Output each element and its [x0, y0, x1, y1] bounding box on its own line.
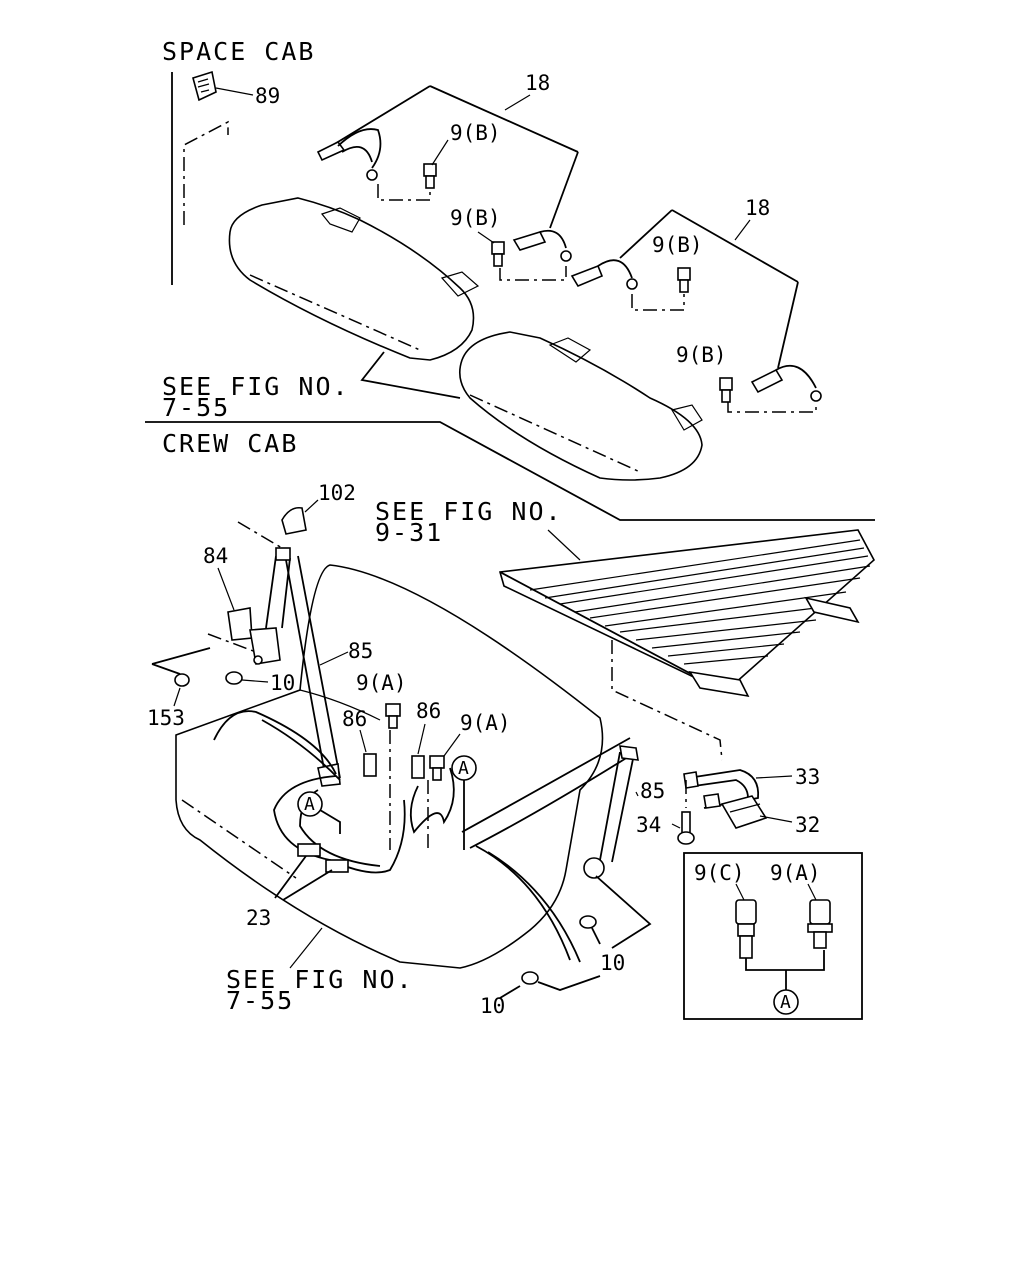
bolt-10-right-icon: [579, 915, 597, 929]
callout-89: 89: [255, 84, 280, 108]
callout-9b-1: 9(B): [450, 121, 501, 145]
connector-86-right-icon: [411, 755, 425, 779]
bolt-10-left-icon: [225, 671, 243, 685]
callout-9b-4: 9(B): [676, 343, 727, 367]
dashline-cover-89: [183, 120, 229, 225]
ref-see-fig-floor-line1: SEE FIG NO.: [375, 497, 563, 526]
bolt-9b-2-icon: [491, 241, 505, 267]
callout-153: 153: [147, 706, 185, 730]
floor-panel: [498, 529, 876, 698]
ref-see-fig-floor-line2: 9-31: [375, 518, 443, 547]
callout-10-left: 10: [270, 671, 295, 695]
callout-86-right: 86: [416, 699, 441, 723]
leader-see-fig-top: [360, 351, 461, 399]
cover-89-icon: [192, 70, 217, 102]
bolt-153-icon: [174, 673, 190, 687]
callout-86-left: 86: [342, 707, 367, 731]
callout-32: 32: [795, 813, 820, 837]
svg-text:A: A: [458, 758, 469, 779]
callout-85-left: 85: [348, 639, 373, 663]
inset-callout-9a: 9(A): [770, 861, 821, 885]
belt-buckle-18-right: [750, 364, 822, 402]
dashline-floor-bracket: [611, 640, 723, 761]
bolt-34-icon: [677, 811, 695, 845]
ref-circle-a-1: A: [297, 791, 323, 817]
callout-18-right: 18: [745, 196, 770, 220]
ref-see-fig-top-line2: 7-55: [162, 393, 230, 422]
callout-9a-2: 9(A): [460, 711, 511, 735]
callout-85-right: 85: [640, 779, 665, 803]
cover-32-icon: [720, 795, 768, 829]
belt-buckle-18-center-right: [570, 259, 638, 290]
callout-9a-1: 9(A): [356, 671, 407, 695]
ref-see-fig-bottom-line2: 7-55: [226, 986, 294, 1015]
callout-84: 84: [203, 544, 228, 568]
callout-102: 102: [318, 481, 356, 505]
svg-text:A: A: [780, 992, 791, 1013]
ref-see-fig-top-line1: SEE FIG NO.: [162, 372, 350, 401]
connector-86-left-icon: [363, 753, 377, 777]
svg-text:A: A: [304, 794, 315, 815]
cap-102-icon: [281, 506, 307, 535]
bolt-10-bottom-icon: [521, 971, 539, 985]
bolt-9a-2-icon: [429, 755, 445, 781]
callout-34: 34: [636, 813, 661, 837]
callout-18-top: 18: [525, 71, 550, 95]
retractor-84-icon: [227, 607, 281, 665]
inset-bolt-9a-icon: [807, 899, 833, 949]
ref-see-fig-bottom-line1: SEE FIG NO.: [226, 965, 414, 994]
inset-box: [683, 852, 863, 1020]
leader-18a: [327, 85, 431, 149]
section-divider-horizontal: [145, 421, 875, 521]
belt-buckle-18-center-left: [512, 229, 572, 262]
ref-circle-a-2: A: [451, 755, 477, 781]
inset-bolt-9c-icon: [735, 899, 757, 959]
callout-10-right: 10: [600, 951, 625, 975]
callout-9b-2: 9(B): [450, 206, 501, 230]
lap-belt-harness: [213, 710, 637, 963]
connector-23-icons: [297, 843, 349, 873]
callout-10-bottom: 10: [480, 994, 505, 1018]
space-cab-seat-left: [228, 197, 480, 361]
bolt-9b-3-icon: [677, 267, 691, 293]
shoulder-belt-85-left: [265, 547, 341, 787]
heading-crew-cab: CREW CAB: [162, 429, 298, 458]
space-cab-seat-right: [459, 331, 703, 481]
callout-33: 33: [795, 765, 820, 789]
inset-ref-circle-a: A: [773, 989, 799, 1015]
bracket-33-icon: [683, 769, 760, 809]
shoulder-belt-85-right: [583, 745, 639, 879]
inset-callout-9c: 9(C): [694, 861, 745, 885]
callout-9b-3: 9(B): [652, 233, 703, 257]
belt-buckle-18-left: [316, 128, 382, 181]
heading-space-cab: SPACE CAB: [162, 37, 315, 66]
bolt-9b-1-icon: [423, 163, 437, 189]
crew-cab-seat: [175, 564, 604, 969]
bolt-9b-4-icon: [719, 377, 733, 403]
bolt-9a-1-icon: [385, 703, 401, 729]
callout-23: 23: [246, 906, 271, 930]
